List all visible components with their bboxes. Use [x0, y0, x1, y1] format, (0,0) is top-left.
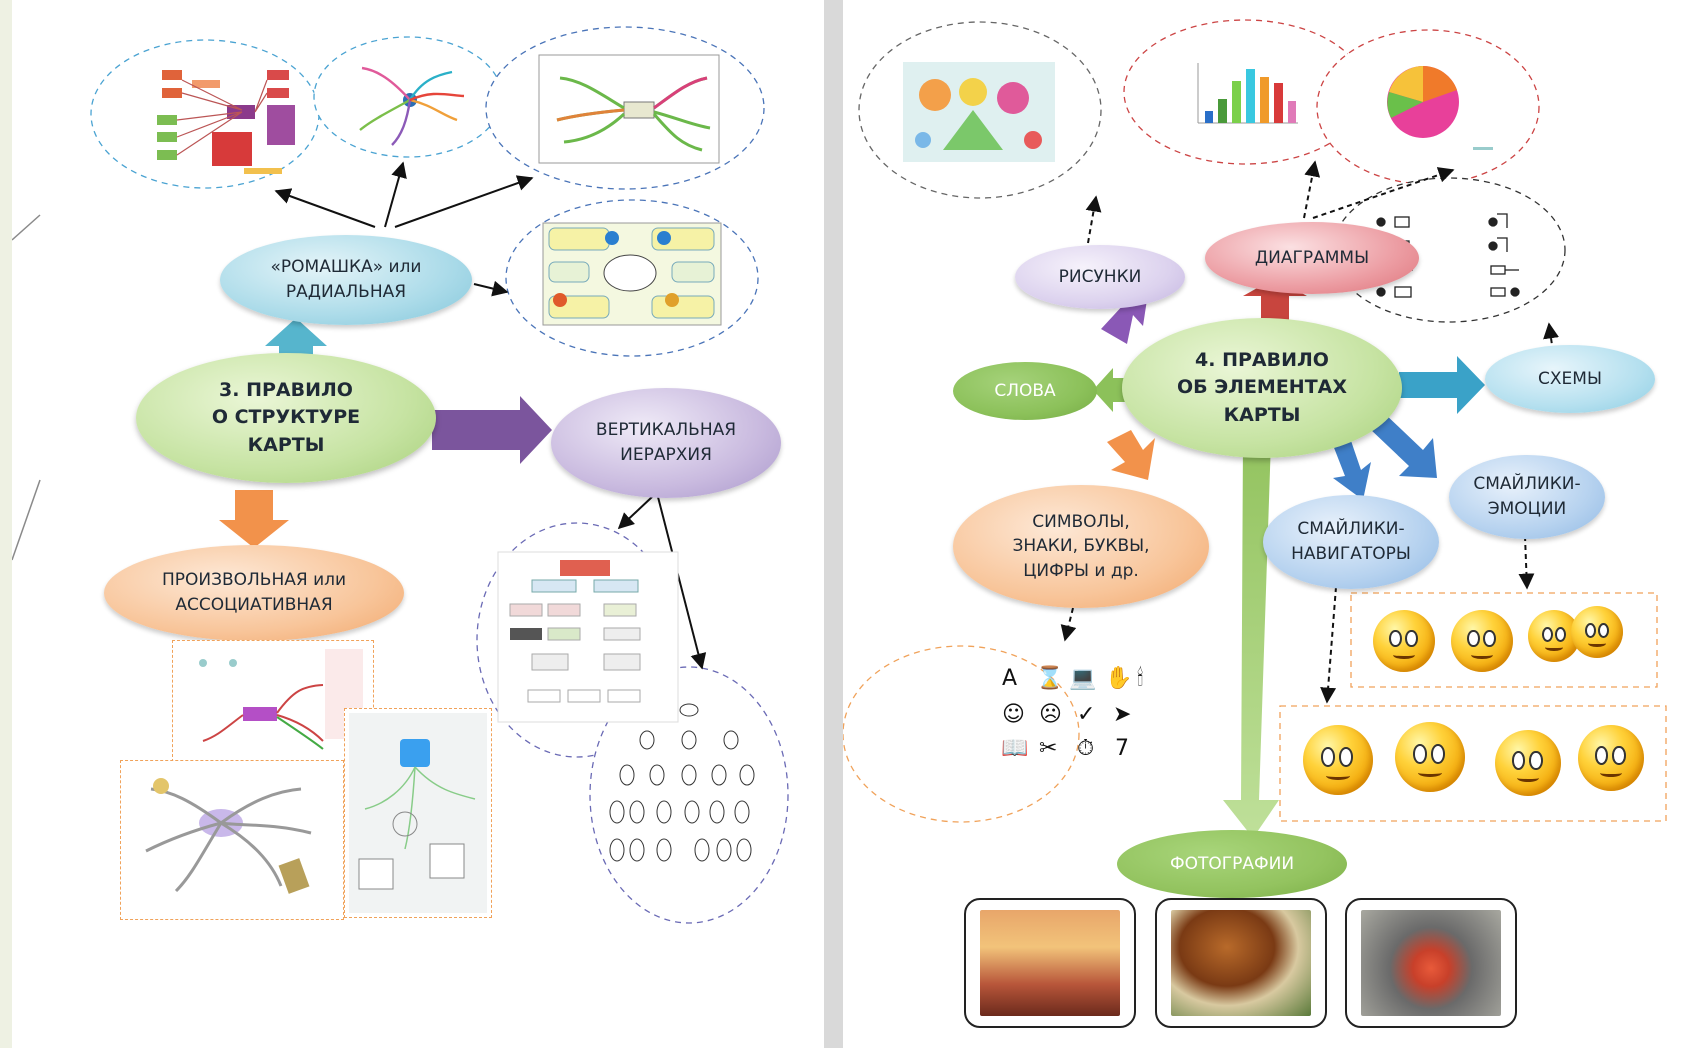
mindmap-thumbnail-1: [157, 70, 295, 174]
node-elements-rule: 4. ПРАВИЛО ОБ ЭЛЕМЕНТАХ КАРТЫ: [1122, 318, 1402, 458]
bullfinch-photo-image: [1361, 910, 1501, 1016]
node-vertical-hierarchy: ВЕРТИКАЛЬНАЯ ИЕРАРХИЯ: [551, 388, 781, 498]
symbol-glyph: ✓: [1077, 702, 1096, 727]
node-radial: «РОМАШКА» или РАДИАЛЬНАЯ: [220, 235, 472, 325]
node-structure-rule-label: 3. ПРАВИЛО О СТРУКТУРЕ КАРТЫ: [211, 378, 361, 456]
node-drawings-label: РИСУНКИ: [1058, 266, 1142, 287]
symbol-glyph: ⌛: [1036, 666, 1064, 691]
smiley-emotion-icon: [1373, 610, 1435, 672]
symbol-glyph: 🕯: [1137, 666, 1144, 691]
symbol-glyph: ✋: [1105, 666, 1133, 691]
symbol-glyph: 📖: [1001, 736, 1029, 761]
node-photos: ФОТОГРАФИИ: [1117, 830, 1347, 898]
smiley-emotion-icon: [1571, 606, 1623, 658]
node-symbols: СИМВОЛЫ, ЗНАКИ, БУКВЫ, ЦИФРЫ и др.: [953, 485, 1209, 608]
arrow-schemes: [1399, 356, 1485, 414]
arrow-photos: [1223, 440, 1279, 838]
photo-lion: [964, 898, 1136, 1028]
page-right: 4. ПРАВИЛО ОБ ЭЛЕМЕНТАХ КАРТЫ РИСУНКИ ДИ…: [843, 0, 1681, 1048]
node-diagrams: ДИАГРАММЫ: [1205, 222, 1419, 294]
arrow-right-purple: [432, 396, 552, 464]
mindmap-thumbnail-4: [542, 222, 722, 326]
node-smiley-emotions-label: СМАЙЛИКИ- ЭМОЦИИ: [1473, 474, 1581, 519]
smiley-navigator-icon: [1578, 725, 1644, 791]
arrow-words: [1093, 368, 1131, 412]
freeform-example-3: [344, 708, 492, 918]
mindmap-thumbnail-2: [359, 66, 465, 146]
symbols-example: [843, 645, 1080, 823]
pie-chart-thumbnail: [1387, 65, 1493, 150]
lion-photo-image: [980, 910, 1120, 1016]
node-schemes-label: СХЕМЫ: [1538, 368, 1602, 389]
node-vertical-hierarchy-label: ВЕРТИКАЛЬНАЯ ИЕРАРХИЯ: [595, 420, 737, 465]
node-diagrams-label: ДИАГРАММЫ: [1254, 247, 1370, 268]
arrow-navigators: [1331, 432, 1371, 500]
symbol-glyph: ✂: [1039, 736, 1058, 761]
page-edge-line: [12, 479, 41, 561]
node-elements-rule-label: 4. ПРАВИЛО ОБ ЭЛЕМЕНТАХ КАРТЫ: [1176, 348, 1348, 426]
node-radial-label: «РОМАШКА» или РАДИАЛЬНАЯ: [270, 257, 422, 302]
node-smiley-navigators: СМАЙЛИКИ- НАВИГАТОРЫ: [1263, 495, 1439, 589]
symbol-glyph: A: [1002, 666, 1018, 691]
smiley-navigator-icon: [1303, 725, 1373, 795]
tree-thumbnail: [609, 703, 755, 862]
symbol-glyph: ☹: [1039, 702, 1062, 727]
arrow-emotions: [1369, 412, 1437, 478]
smiley-navigator-icon: [1395, 722, 1465, 792]
node-freeform-label: ПРОИЗВОЛЬНАЯ или АССОЦИАТИВНАЯ: [161, 570, 347, 615]
page-left: 3. ПРАВИЛО О СТРУКТУРЕ КАРТЫ «РОМАШКА» и…: [12, 0, 824, 1048]
mushrooms-photo-image: [1171, 910, 1311, 1016]
symbol-glyph: ⏱: [1077, 736, 1095, 761]
node-freeform: ПРОИЗВОЛЬНАЯ или АССОЦИАТИВНАЯ: [104, 545, 404, 641]
node-structure-rule: 3. ПРАВИЛО О СТРУКТУРЕ КАРТЫ: [136, 353, 436, 483]
node-drawings: РИСУНКИ: [1015, 245, 1185, 309]
smiley-emotion-icon: [1451, 610, 1513, 672]
symbol-glyph: ☺: [1002, 702, 1025, 727]
node-smiley-navigators-label: СМАЙЛИКИ- НАВИГАТОРЫ: [1291, 519, 1411, 564]
mindmap-thumbnail-3: [538, 54, 720, 164]
photo-bullfinch: [1345, 898, 1517, 1028]
symbol-glyph: 7: [1115, 736, 1129, 761]
arrow-down-orange: [219, 490, 289, 548]
freeform-example-2: [120, 760, 344, 920]
org-chart-thumbnail: [497, 551, 679, 723]
drawings-thumbnail: [903, 62, 1055, 162]
node-smiley-emotions: СМАЙЛИКИ- ЭМОЦИИ: [1449, 455, 1605, 539]
node-photos-label: ФОТОГРАФИИ: [1169, 853, 1295, 874]
photo-mushrooms: [1155, 898, 1327, 1028]
arrow-symbols: [1107, 430, 1155, 480]
symbol-glyph: 💻: [1069, 666, 1097, 691]
smiley-navigator-icon: [1495, 730, 1561, 796]
page-gutter: [824, 0, 843, 1048]
node-schemes: СХЕМЫ: [1485, 345, 1655, 413]
left-connectors: [12, 26, 789, 924]
bar-chart-thumbnail: [1197, 63, 1298, 124]
page-edge-line: [12, 214, 41, 241]
node-words-label: СЛОВА: [994, 380, 1056, 401]
symbol-glyph: ➤: [1113, 702, 1132, 727]
node-symbols-label: СИМВОЛЫ, ЗНАКИ, БУКВЫ, ЦИФРЫ и др.: [1012, 511, 1150, 581]
node-words: СЛОВА: [953, 362, 1097, 420]
